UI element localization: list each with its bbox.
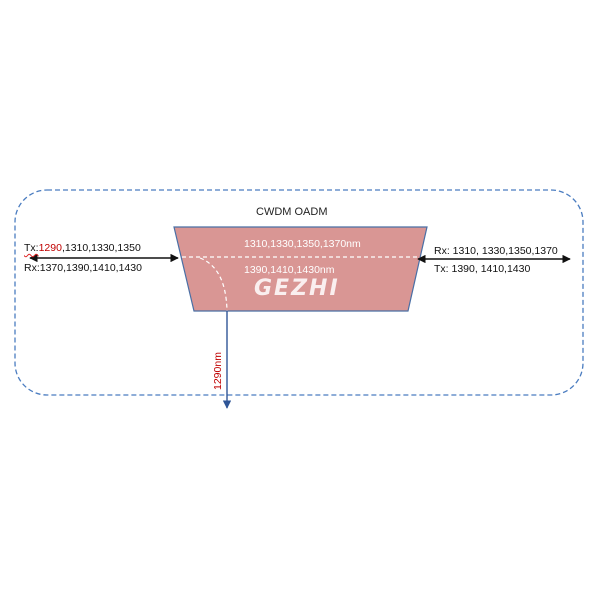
oadm-filter-box bbox=[173, 226, 428, 312]
drop-wavelength-label: 1290nm bbox=[212, 352, 224, 390]
diagram-title: CWDM OADM bbox=[256, 206, 328, 218]
system-boundary bbox=[14, 189, 584, 396]
right-rx-label: Rx: 1310, 1330,1350,1370 bbox=[434, 245, 558, 257]
left-rx-label: Rx:1370,1390,1410,1430 bbox=[24, 262, 142, 274]
box-lower-wavelengths: 1390,1410,1430nm bbox=[244, 264, 335, 276]
box-upper-wavelengths: 1310,1330,1350,1370nm bbox=[244, 238, 361, 250]
left-tx-label: Tx:1290,1310,1330,1350 bbox=[24, 242, 141, 254]
left-tx-highlight: 1290 bbox=[38, 242, 62, 254]
left-tx-prefix: Tx: bbox=[24, 242, 39, 254]
right-tx-label: Tx: 1390, 1410,1430 bbox=[434, 263, 531, 275]
gezhi-logo: GEZHI bbox=[254, 276, 340, 301]
left-tx-rest: ,1310,1330,1350 bbox=[61, 242, 141, 254]
